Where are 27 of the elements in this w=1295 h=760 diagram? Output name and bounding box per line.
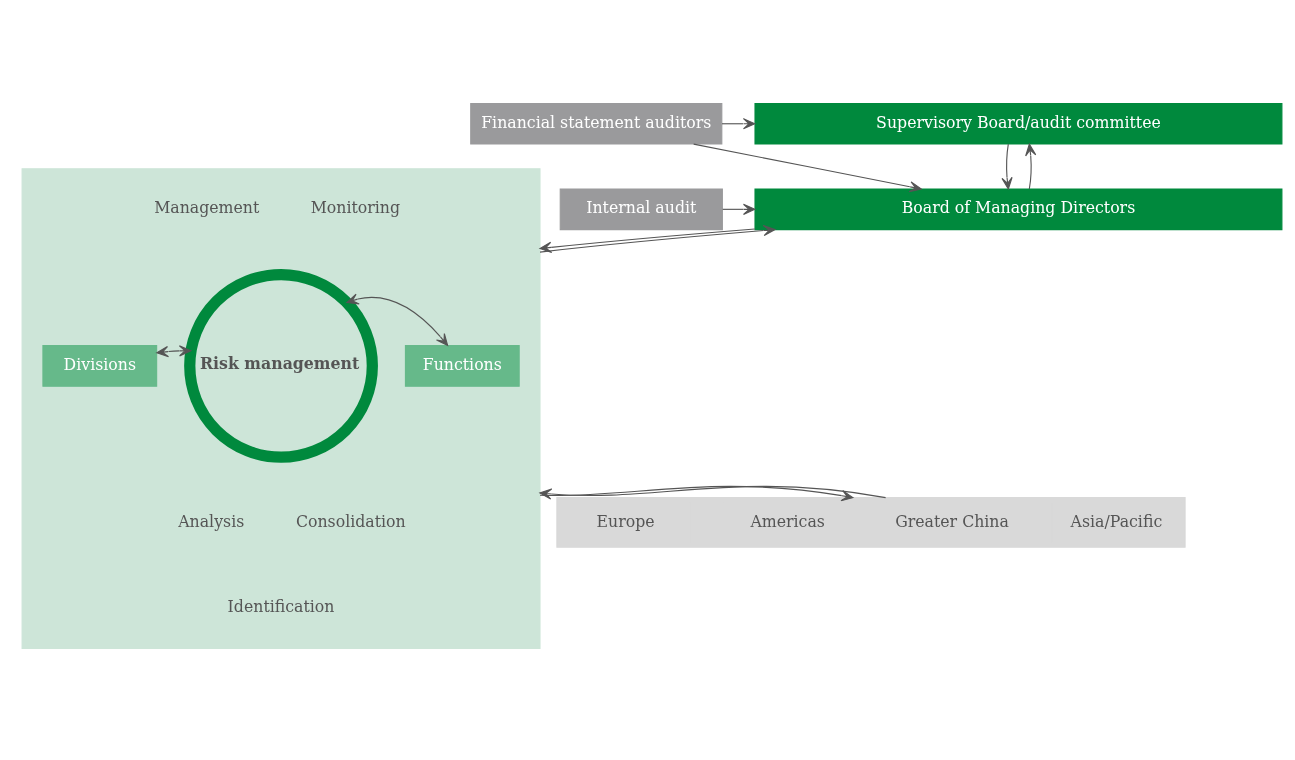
node-text: Greater China	[895, 511, 1009, 531]
node-box: Internal audit	[559, 188, 723, 230]
arrow	[1001, 143, 1013, 190]
arrow	[346, 293, 449, 346]
arrow	[721, 117, 756, 129]
node-box: Board of Managing Directors	[754, 188, 1283, 230]
label: Consolidation	[295, 511, 406, 531]
arrow	[156, 344, 192, 357]
node-text: Americas	[750, 511, 825, 531]
label: Analysis	[178, 511, 245, 531]
node-box: Functions	[404, 344, 520, 387]
node-box: Supervisory Board/audit committee	[754, 102, 1283, 145]
arrow	[722, 203, 756, 215]
node-box: Divisions	[42, 344, 158, 387]
label: Identification	[227, 596, 335, 616]
node-box: Financial statement auditors	[470, 102, 723, 145]
cluster	[556, 496, 1186, 548]
arrow	[1025, 143, 1037, 190]
label: Management	[154, 198, 260, 217]
node-text: Europe	[596, 511, 655, 531]
node-text: Asia/Pacific	[1070, 511, 1163, 531]
cluster	[21, 167, 541, 649]
arrow	[539, 224, 776, 253]
arrow	[693, 143, 922, 192]
node-circle: Risk management	[184, 268, 378, 463]
arrow	[539, 227, 756, 253]
label: Monitoring	[310, 198, 401, 217]
